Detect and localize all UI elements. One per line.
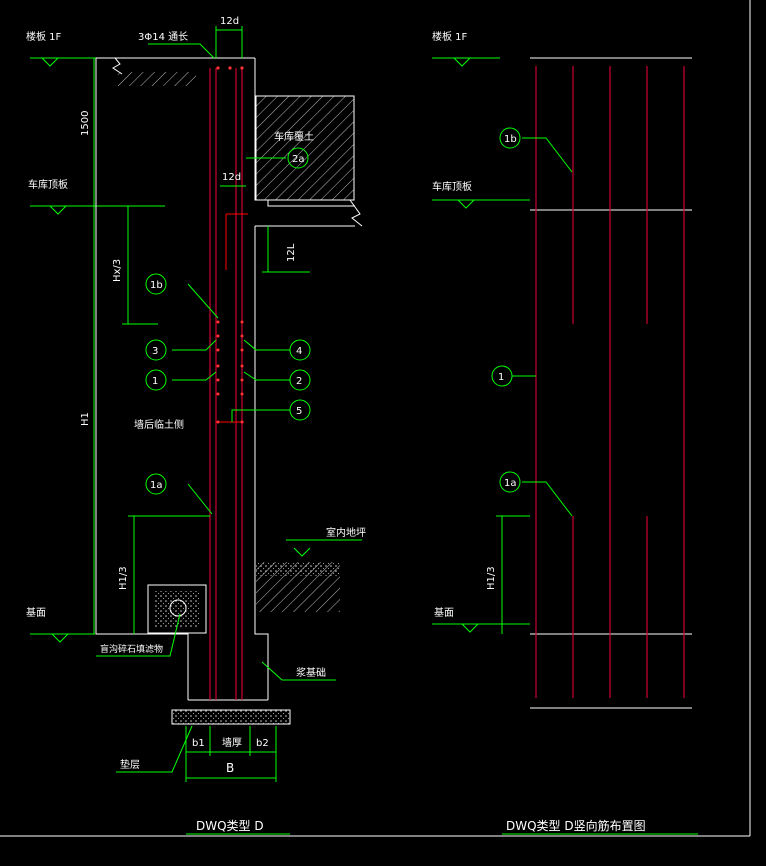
leader-3 [172, 339, 217, 351]
cushion-outline [171, 709, 291, 725]
leader-rebar-top [148, 43, 215, 59]
r-callout-1b: 1b [504, 134, 517, 145]
dim-h1: H1 [80, 412, 91, 426]
r-callout-1-circle [491, 365, 513, 387]
soil-hatch-upper-outline [255, 95, 355, 201]
break-line-top [112, 57, 123, 75]
label-level-garage: 车库顶板 [28, 178, 68, 191]
callout-1a: 1a [150, 480, 163, 491]
callout-1b: 1b [150, 280, 163, 291]
break-line-slab [349, 199, 363, 227]
soil-hatch-upper [256, 96, 354, 200]
dim-1500: 1500 [80, 111, 91, 136]
level-marker-1f [41, 57, 59, 67]
leader-foundation [261, 661, 283, 681]
callout-4: 4 [296, 346, 302, 357]
callout-1b-circle [145, 273, 167, 295]
r-callout-1: 1 [498, 372, 504, 383]
callout-3: 3 [152, 346, 158, 357]
label-soil: 车库覆土 [274, 130, 314, 143]
r-leader-1b [522, 137, 573, 173]
r-callout-1a-circle [499, 471, 521, 493]
indoor-floor-marker [293, 547, 311, 557]
label-level-1f: 楼板 1F [26, 30, 62, 43]
right-detail: 楼板 1F 车库顶板 基面 H1/3 1b 1 1a DWQ类型 D竖向筋布置图 [432, 30, 698, 835]
leader-1 [172, 371, 217, 381]
callout-1a-circle [145, 473, 167, 495]
r-label-level-garage: 车库顶板 [432, 180, 472, 193]
dim-12l: 12L [286, 243, 297, 262]
label-b1: b1 [192, 738, 205, 749]
slab-hatch [118, 72, 196, 86]
label-level-base: 基面 [26, 606, 46, 619]
leader-1b [187, 283, 219, 319]
drain-pipe [169, 599, 187, 617]
label-foundation: 浆基础 [296, 666, 326, 679]
label-indoor-floor: 室内地坪 [326, 526, 366, 539]
leader-4 [243, 339, 290, 351]
callout-1-circle [145, 369, 167, 391]
callout-3-circle [145, 339, 167, 361]
level-marker-base [51, 633, 69, 643]
r-level-marker-1f [453, 57, 471, 67]
r-level-marker-base [461, 623, 479, 633]
label-B: B [226, 761, 234, 775]
dim-h13: H1/3 [118, 566, 129, 590]
dim-12d-top: 12d [220, 16, 239, 27]
label-wall-side: 墙后临土侧 [134, 418, 184, 431]
callout-5: 5 [296, 406, 302, 417]
label-cushion: 垫层 [120, 758, 140, 771]
r-label-level-base: 基面 [434, 606, 454, 619]
label-b2: b2 [256, 738, 269, 749]
title-left: DWQ类型 D [196, 819, 264, 833]
leader-drain [96, 613, 181, 657]
drain-gravel [154, 591, 200, 627]
drain-box [147, 584, 207, 634]
rebar-dots [216, 66, 244, 424]
leader-2 [243, 371, 290, 381]
r-label-level-1f: 楼板 1F [432, 30, 468, 43]
callout-5-circle [289, 399, 311, 421]
left-detail: 楼板 1F 车库顶板 基面 12d 12d 3Φ14 通长 车库覆土 墙后临土侧… [26, 16, 366, 835]
callout-1: 1 [152, 376, 158, 387]
r-level-marker-garage [457, 199, 475, 209]
wall-outline-left [95, 58, 189, 700]
dim-hx3: Hx/3 [112, 259, 123, 282]
label-wall-thick: 墙厚 [222, 736, 242, 749]
level-marker-garage [49, 205, 67, 215]
r-leader-1a [522, 481, 573, 517]
wall-outline-right-lower [254, 226, 269, 700]
callout-2a-circle [287, 147, 309, 169]
callout-2-circle [289, 369, 311, 391]
floor-fill [256, 562, 340, 576]
r-callout-1b-circle [499, 127, 521, 149]
cushion-fill [172, 710, 290, 724]
leader-1a [187, 483, 213, 515]
callout-2a: 2a [292, 154, 305, 165]
title-right: DWQ类型 D竖向筋布置图 [506, 818, 646, 833]
callout-2: 2 [296, 376, 302, 387]
dim-12d-mid: 12d [222, 172, 241, 183]
leader-cushion [116, 725, 193, 773]
leader-5 [231, 409, 290, 422]
label-rebar-top: 3Φ14 通长 [138, 31, 188, 43]
r-dim-h13: H1/3 [486, 566, 497, 590]
callout-4-circle [289, 339, 311, 361]
label-drain: 盲沟碎石填滤物 [100, 643, 163, 655]
r-callout-1a: 1a [504, 478, 517, 489]
